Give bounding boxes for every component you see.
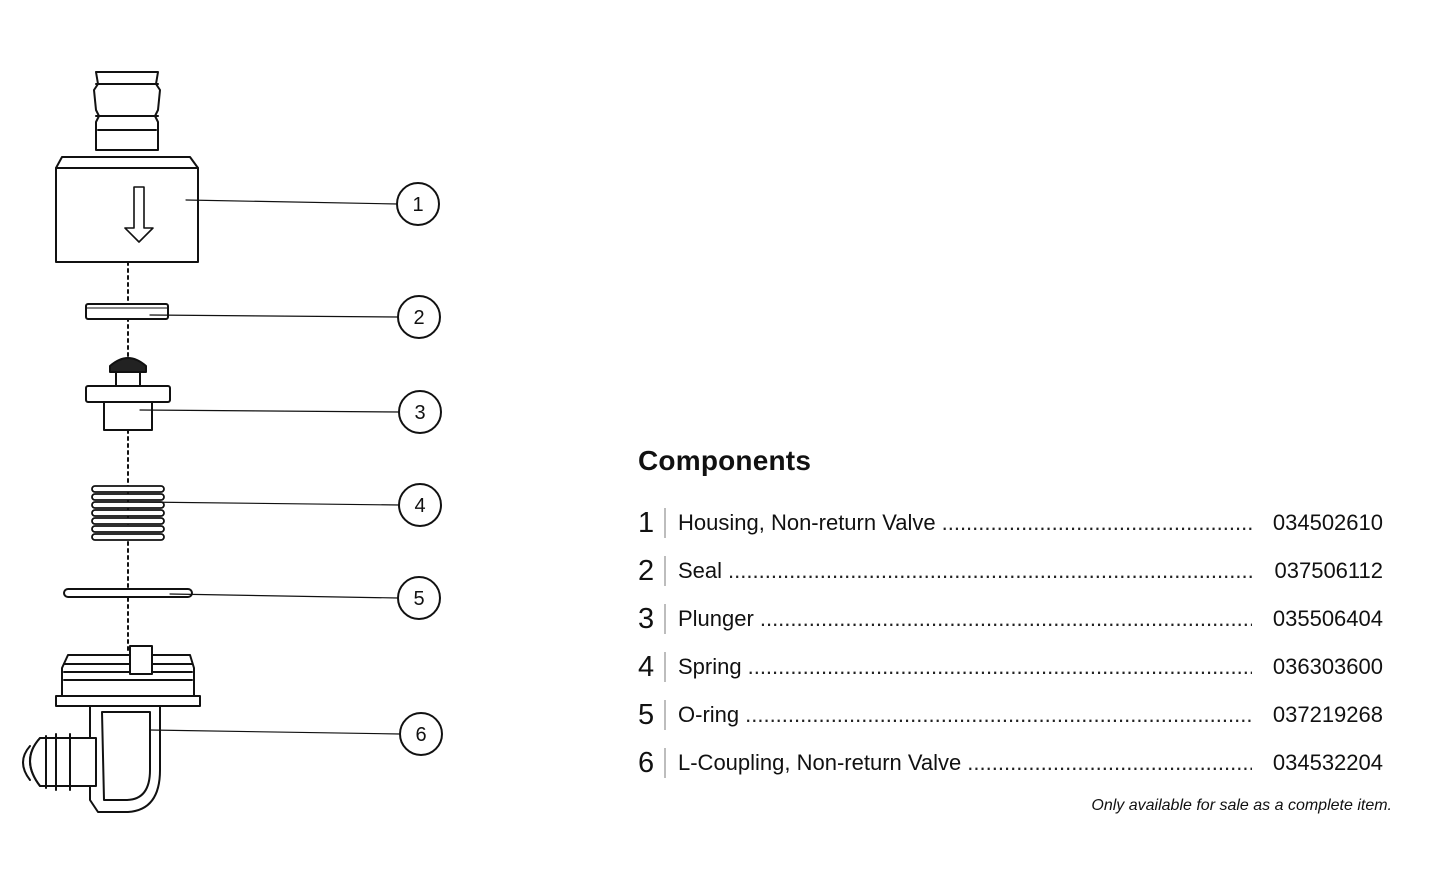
- component-code: 034502610: [1272, 510, 1383, 535]
- component-row: 6 L-Coupling, Non-return Valve 034532204: [638, 739, 1398, 787]
- dot-leader: [942, 512, 1252, 534]
- row-divider: [664, 604, 666, 634]
- component-number: 6: [638, 746, 655, 779]
- dot-leader: [748, 656, 1252, 678]
- callout-label-3: 3: [414, 402, 425, 424]
- availability-note: Only available for sale as a complete it…: [1091, 797, 1392, 814]
- components-list: Components 1 Housing, Non-return Valve 0…: [638, 445, 1398, 815]
- component-code: 037506112: [1274, 558, 1384, 583]
- callout-label-5: 5: [413, 588, 424, 610]
- component-row: 1 Housing, Non-return Valve 034502610: [638, 499, 1398, 547]
- seal-part: [85, 303, 169, 320]
- callout-circle-5: [397, 576, 441, 620]
- o-ring-part: [63, 588, 193, 598]
- row-divider: [664, 508, 666, 538]
- dot-leader: [745, 704, 1252, 726]
- component-number: 5: [638, 698, 655, 731]
- dot-leader: [760, 608, 1252, 630]
- component-row: 2 Seal 037506112: [638, 547, 1398, 595]
- component-name: Seal: [678, 558, 723, 583]
- component-name: Plunger: [678, 606, 754, 631]
- component-row: 5 O-ring 037219268: [638, 691, 1398, 739]
- component-number: 4: [638, 650, 655, 683]
- exploded-view-diagram: 1 2 3 4 5 6: [22, 71, 443, 813]
- dot-leader: [728, 560, 1252, 582]
- component-row: 3 Plunger 035506404: [638, 595, 1398, 643]
- component-number: 1: [638, 506, 655, 539]
- callout-circle-6: [399, 712, 443, 756]
- row-divider: [664, 556, 666, 586]
- component-number: 3: [638, 602, 655, 635]
- callout-circle-2: [397, 295, 441, 339]
- components-title: Components: [638, 445, 812, 476]
- row-divider: [664, 652, 666, 682]
- component-name: O-ring: [678, 702, 740, 727]
- spring-part: [91, 485, 165, 541]
- plunger-part: [85, 357, 171, 431]
- down-arrow-icon: [124, 186, 154, 243]
- housing-part: [55, 71, 199, 263]
- callout-circle-3: [398, 390, 442, 434]
- row-divider: [664, 700, 666, 730]
- callout-circle-4: [398, 483, 442, 527]
- component-name: Spring: [678, 654, 742, 679]
- component-name: L-Coupling, Non-return Valve: [678, 750, 962, 775]
- callout-label-1: 1: [412, 194, 423, 216]
- callout-circle-1: [396, 182, 440, 226]
- component-code: 037219268: [1272, 702, 1383, 727]
- row-divider: [664, 748, 666, 778]
- callout-label-4: 4: [414, 495, 425, 517]
- component-code: 036303600: [1272, 654, 1383, 679]
- component-code: 035506404: [1272, 606, 1383, 631]
- l-coupling-part: [22, 645, 201, 813]
- component-row: 4 Spring 036303600: [638, 643, 1398, 691]
- component-number: 2: [638, 554, 655, 587]
- dot-leader: [967, 752, 1252, 774]
- component-code: 034532204: [1272, 750, 1383, 775]
- component-name: Housing, Non-return Valve: [678, 510, 936, 535]
- callout-label-2: 2: [413, 307, 424, 329]
- callout-label-6: 6: [415, 724, 426, 746]
